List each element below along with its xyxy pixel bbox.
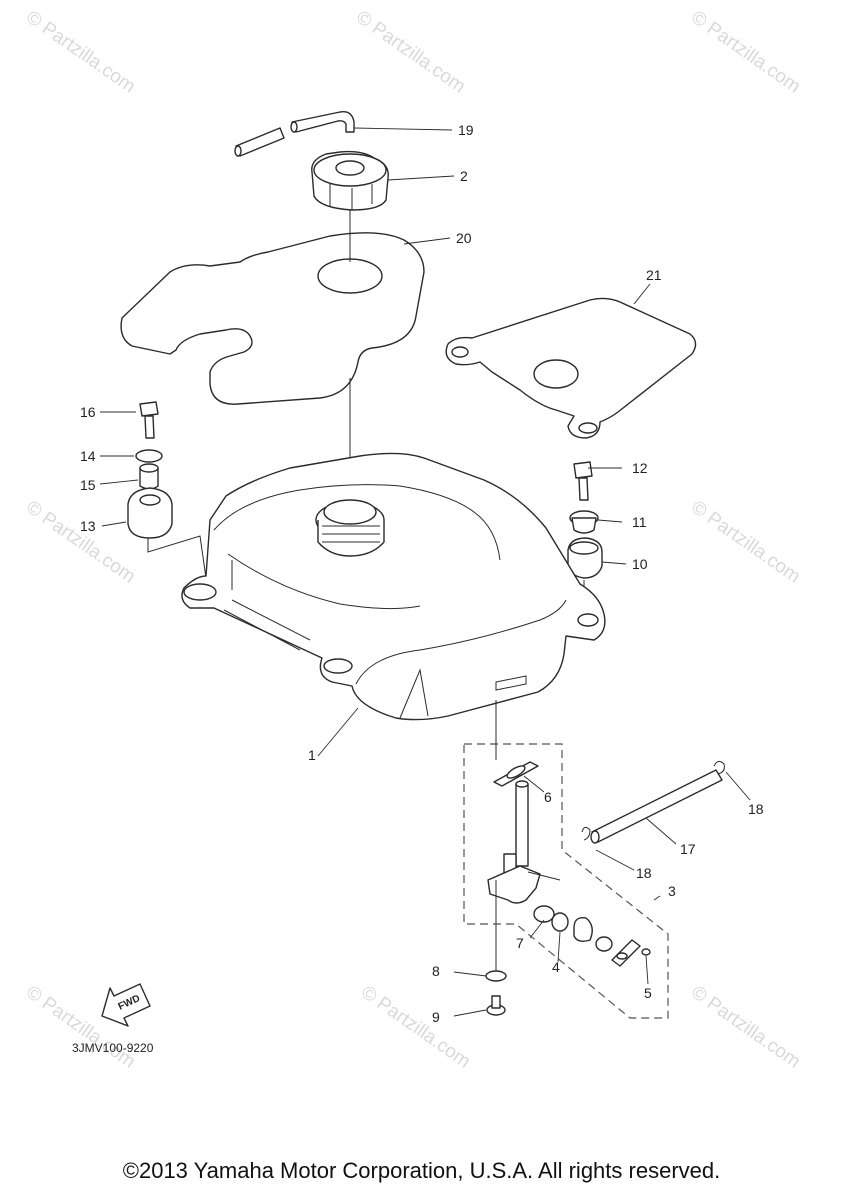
callout-18: 18 bbox=[636, 865, 652, 881]
diagram-code: 3JMV100-9220 bbox=[72, 1041, 154, 1055]
callout-15: 15 bbox=[80, 477, 96, 493]
callout-numbers: 1 2 3 4 5 6 7 8 9 10 11 12 13 14 15 16 1… bbox=[80, 122, 764, 1025]
heat-shield-part bbox=[445, 297, 697, 439]
callout-5: 5 bbox=[644, 985, 652, 1001]
breather-hose-part bbox=[234, 111, 355, 157]
tank-pad-part bbox=[120, 232, 425, 405]
leader-lines bbox=[99, 127, 751, 1017]
watermark: © Partzilla.com bbox=[687, 982, 804, 1073]
callout-13: 13 bbox=[80, 518, 96, 534]
fuel-cock-part bbox=[487, 780, 561, 972]
watermark: © Partzilla.com bbox=[687, 7, 804, 98]
callout-20: 20 bbox=[456, 230, 472, 246]
watermark: © Partzilla.com bbox=[352, 7, 469, 98]
right-mount-parts bbox=[567, 461, 603, 600]
callout-18: 18 bbox=[748, 801, 764, 817]
fuel-tank-part bbox=[181, 452, 606, 721]
callout-21: 21 bbox=[646, 267, 662, 283]
callout-1: 1 bbox=[308, 747, 316, 763]
callout-2: 2 bbox=[460, 168, 468, 184]
callout-10: 10 bbox=[632, 556, 648, 572]
callout-19: 19 bbox=[458, 122, 474, 138]
screw-washer-parts bbox=[485, 970, 507, 1016]
guide-line bbox=[147, 535, 209, 593]
callout-6: 6 bbox=[544, 789, 552, 805]
watermark: © Partzilla.com bbox=[22, 497, 139, 588]
watermark: © Partzilla.com bbox=[22, 7, 139, 98]
fuel-cock-assembly-outline bbox=[463, 743, 669, 1019]
fuel-cap-part bbox=[311, 150, 389, 211]
callout-4: 4 bbox=[552, 959, 560, 975]
callout-17: 17 bbox=[680, 841, 696, 857]
fwd-arrow-icon: FWD bbox=[101, 983, 151, 1027]
copyright-notice: ©2013 Yamaha Motor Corporation, U.S.A. A… bbox=[122, 1158, 721, 1183]
callout-3: 3 bbox=[668, 883, 676, 899]
callout-16: 16 bbox=[80, 404, 96, 420]
watermark: © Partzilla.com bbox=[687, 497, 804, 588]
callout-12: 12 bbox=[632, 460, 648, 476]
watermark: © Partzilla.com bbox=[357, 982, 474, 1073]
fuel-pipe-part bbox=[581, 760, 725, 844]
callout-14: 14 bbox=[80, 448, 96, 464]
left-mount-parts bbox=[127, 401, 173, 539]
gasket-part bbox=[493, 761, 539, 787]
fuel-cock-small-parts bbox=[533, 905, 651, 967]
callout-11: 11 bbox=[632, 514, 647, 530]
callout-8: 8 bbox=[432, 963, 440, 979]
callout-7: 7 bbox=[516, 935, 524, 951]
callout-9: 9 bbox=[432, 1009, 440, 1025]
